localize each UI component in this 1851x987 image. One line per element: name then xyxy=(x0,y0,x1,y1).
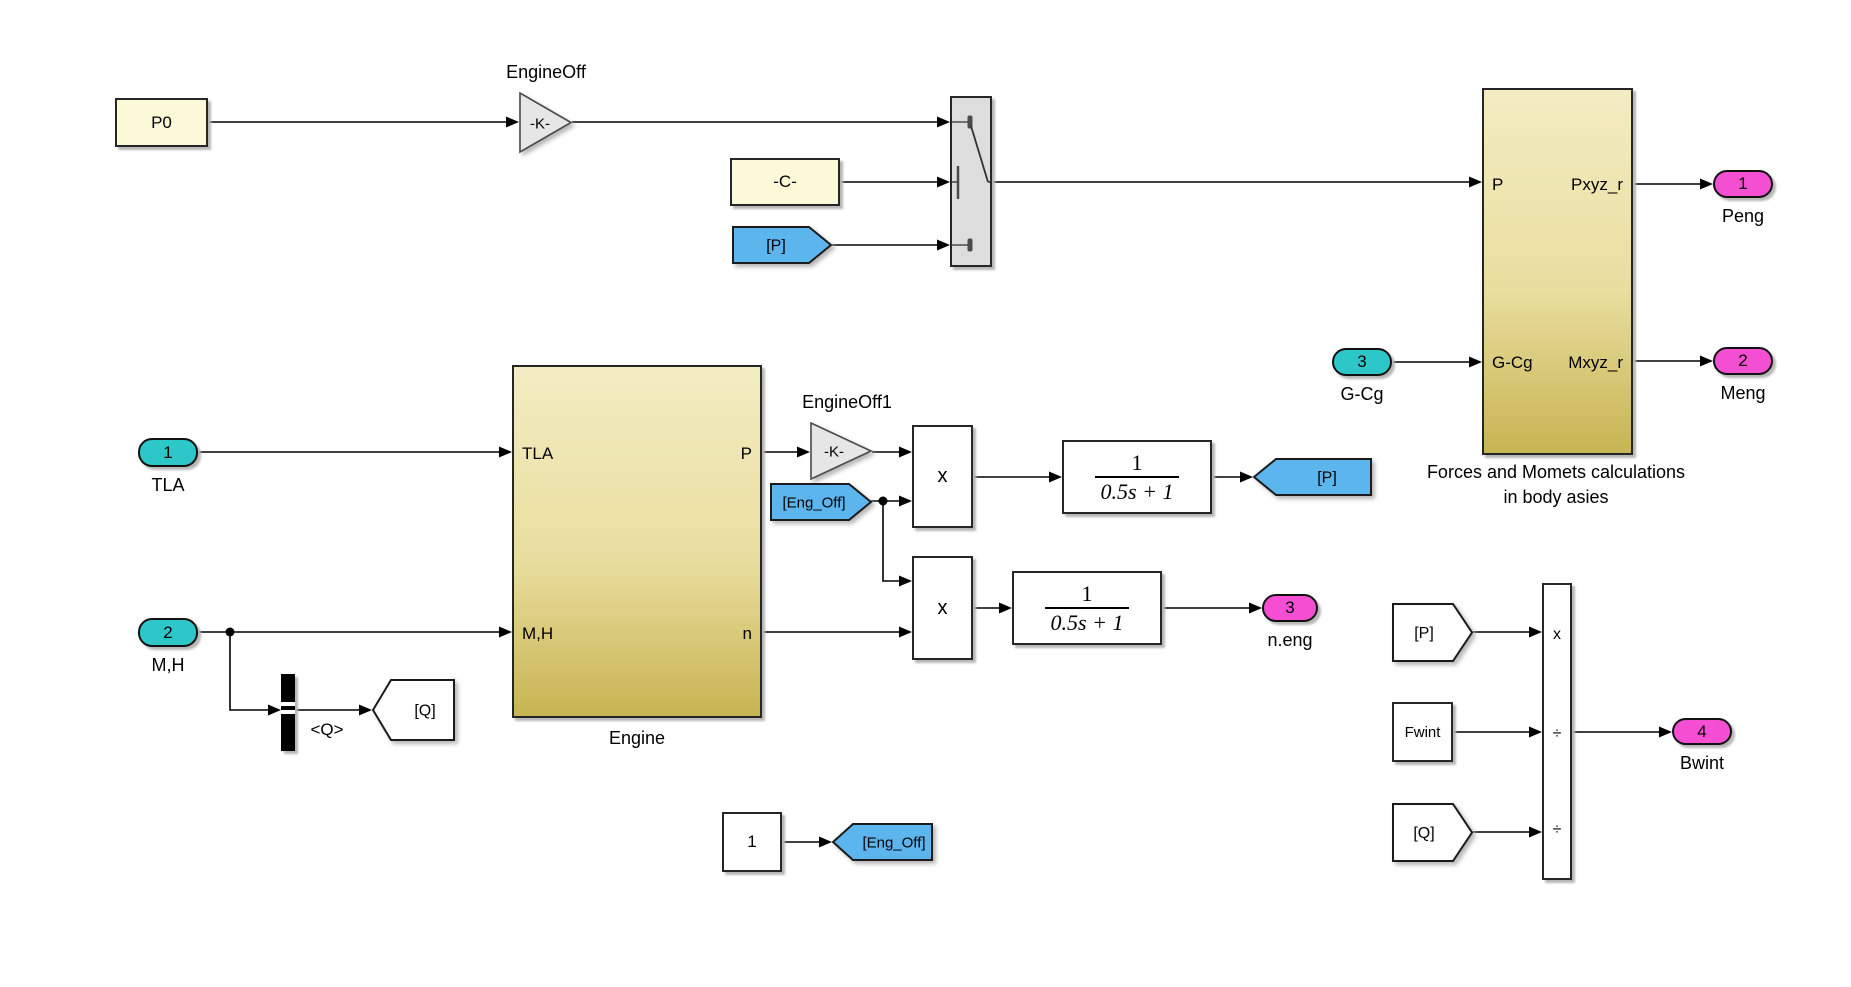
inport-3-gcg[interactable]: 3 xyxy=(1332,348,1392,376)
forces-port-p-label: P xyxy=(1492,175,1504,194)
outport-2-number: 2 xyxy=(1738,351,1748,370)
divide-port-divide2: ÷ xyxy=(1552,821,1562,838)
gain-engineoff[interactable]: -K- xyxy=(519,91,573,154)
bus-selector[interactable] xyxy=(281,674,295,751)
divide-port-multiply: x xyxy=(1553,626,1561,643)
from-tag-p-top[interactable]: [P] xyxy=(732,226,833,264)
forces-port-mxyz-label: Mxyz_r xyxy=(1568,353,1623,372)
engine-port-mh-label: M,H xyxy=(522,624,554,643)
outport-3-number: 3 xyxy=(1285,598,1295,617)
from-tag-q-bottom[interactable]: [Q] xyxy=(1392,803,1474,862)
bus-selector-mark xyxy=(281,702,295,706)
product-1[interactable]: x xyxy=(912,425,973,528)
forces-port-gcg-label: G-Cg xyxy=(1492,353,1533,372)
constant-p0-value: P0 xyxy=(151,112,172,132)
from-tag-p-bottom-label: [P] xyxy=(1414,625,1434,642)
inport-3-label: G-Cg xyxy=(1340,384,1384,404)
constant-p0[interactable]: P0 xyxy=(115,98,208,147)
transfer-fcn-2[interactable]: 1 0.5s + 1 xyxy=(1012,571,1162,645)
from-tag-p-bottom[interactable]: [P] xyxy=(1392,603,1474,662)
inport-1-label: TLA xyxy=(151,475,185,495)
subsystem-forces-moments[interactable]: P Pxyz_r G-Cg Mxyz_r xyxy=(1482,88,1633,455)
inport-2-mh[interactable]: 2 xyxy=(138,618,198,647)
outport-1-peng[interactable]: 1 xyxy=(1713,170,1773,198)
inport-1-tla[interactable]: 1 xyxy=(138,438,198,467)
from-tag-p-top-label: [P] xyxy=(766,238,786,255)
constant-c[interactable]: -C- xyxy=(730,158,840,206)
transfer-fcn-1-numerator: 1 xyxy=(1094,450,1180,478)
transfer-fcn-2-denominator: 0.5s + 1 xyxy=(1050,610,1124,635)
bus-selector-mark xyxy=(281,710,295,714)
gain-engineoff1-name: EngineOff1 xyxy=(802,392,892,412)
signal-label-q: <Q> xyxy=(310,720,344,739)
product-1-op: x xyxy=(937,465,948,487)
gain-engineoff1-value: -K- xyxy=(824,444,844,461)
subsystem-forces-name: Forces and Momets calculations in body a… xyxy=(1384,460,1728,510)
outport-4-label: Bwint xyxy=(1679,753,1724,773)
subsystem-engine[interactable]: TLA P M,H n xyxy=(512,365,762,718)
from-tag-eng-off[interactable]: [Eng_Off] xyxy=(770,483,873,521)
engine-port-n-label: n xyxy=(742,624,752,643)
from-tag-eng-off-label: [Eng_Off] xyxy=(782,495,845,512)
goto-tag-p-label: [P] xyxy=(1317,470,1337,487)
outport-1-number: 1 xyxy=(1738,174,1748,193)
outport-3-neng[interactable]: 3 xyxy=(1262,594,1318,622)
inport-1-number: 1 xyxy=(163,442,173,462)
constant-fwint[interactable]: Fwint xyxy=(1392,702,1453,762)
outport-4-bwint[interactable]: 4 xyxy=(1672,718,1732,745)
divide-block[interactable]: x ÷ ÷ xyxy=(1542,583,1572,880)
constant-c-value: -C- xyxy=(773,172,797,191)
inport-2-number: 2 xyxy=(163,622,173,642)
transfer-fcn-1[interactable]: 1 0.5s + 1 xyxy=(1062,440,1212,514)
engine-port-p-label: P xyxy=(740,444,752,463)
gain-engineoff-name: EngineOff xyxy=(506,62,586,82)
goto-tag-eng-off[interactable]: [Eng_Off] xyxy=(831,823,934,861)
gain-engineoff1[interactable]: -K- xyxy=(810,421,873,481)
subsystem-engine-name: Engine xyxy=(608,728,666,748)
goto-tag-q[interactable]: [Q] xyxy=(371,679,456,741)
goto-tag-q-label: [Q] xyxy=(414,703,435,720)
goto-tag-eng-off-label: [Eng_Off] xyxy=(862,835,925,852)
from-tag-q-bottom-label: [Q] xyxy=(1413,825,1434,842)
forces-port-pxyz-label: Pxyz_r xyxy=(1571,175,1623,194)
gain-engineoff-value: -K- xyxy=(530,116,550,133)
constant-one-value: 1 xyxy=(747,832,757,851)
product-2-op: x xyxy=(937,596,948,619)
outport-3-label: n.eng xyxy=(1267,630,1313,650)
outport-2-label: Meng xyxy=(1720,383,1766,403)
product-2[interactable]: x xyxy=(912,556,973,660)
constant-one[interactable]: 1 xyxy=(722,812,782,872)
engine-port-tla-label: TLA xyxy=(522,444,554,463)
inport-3-number: 3 xyxy=(1357,352,1367,371)
transfer-fcn-2-numerator: 1 xyxy=(1044,581,1130,609)
constant-fwint-value: Fwint xyxy=(1404,723,1441,741)
switch-block[interactable] xyxy=(950,96,992,267)
subsystem-forces-name-line1: Forces and Momets calculations xyxy=(1426,462,1686,482)
transfer-fcn-1-denominator: 0.5s + 1 xyxy=(1100,479,1174,504)
goto-tag-p[interactable]: [P] xyxy=(1252,458,1373,496)
outport-4-number: 4 xyxy=(1697,721,1707,741)
outport-2-meng[interactable]: 2 xyxy=(1713,347,1773,375)
outport-1-label: Peng xyxy=(1721,206,1765,226)
divide-port-divide1: ÷ xyxy=(1552,725,1562,742)
inport-2-label: M,H xyxy=(151,655,185,675)
subsystem-forces-name-line2: in body asies xyxy=(1503,487,1609,507)
